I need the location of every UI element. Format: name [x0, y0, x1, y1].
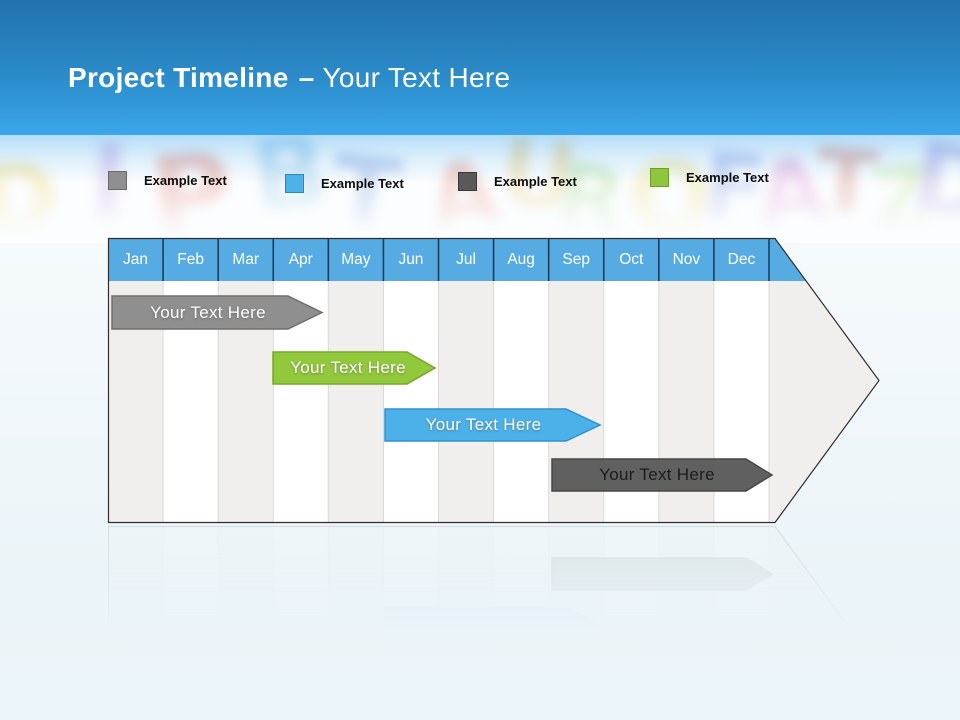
month-header-cell: Sep: [562, 250, 590, 268]
chart-body: [108, 526, 879, 720]
month-header-cell: Mar: [232, 250, 260, 268]
month-header-cell: May: [341, 250, 371, 268]
column-stripe: [438, 238, 494, 523]
background-letters-photo: DIPBTAUROFATZD: [0, 135, 960, 243]
timeline-arrow-outline: [107, 237, 880, 524]
month-header-cell: Aug: [507, 250, 535, 268]
legend-swatch: [458, 172, 477, 191]
title-primary: Project Timeline: [68, 62, 289, 93]
column-stripe: [438, 526, 494, 720]
legend-swatch: [650, 168, 669, 187]
column-stripe: [108, 526, 164, 720]
task-bar-shape: [551, 458, 774, 492]
column-stripe: [108, 238, 164, 523]
task-bar-shape: [384, 607, 602, 641]
column-stripe: [218, 238, 274, 523]
background-letter: R: [549, 142, 633, 243]
legend-swatch: [108, 171, 127, 190]
month-header-cell: Dec: [727, 250, 756, 268]
month-header-cell: Apr: [288, 250, 313, 268]
task-bar-label: Your Text Here: [290, 358, 406, 377]
background-letter: O: [628, 140, 714, 244]
timeline-arrow-outline: [107, 525, 880, 720]
legend-label: Example Text: [321, 176, 404, 191]
background-letter: P: [145, 135, 237, 243]
background-letter: Z: [867, 147, 938, 243]
title-bar: Project Timeline–Your Text Here: [0, 0, 960, 135]
arrowhead-fill: [769, 526, 879, 720]
month-header-cell: Feb: [177, 250, 204, 268]
legend-item: Example Text: [650, 168, 769, 187]
task-bar-shape: [272, 351, 437, 385]
background-letter: F: [697, 135, 772, 243]
month-header-cell: Nov: [672, 250, 701, 268]
page-title: Project Timeline–Your Text Here: [68, 62, 510, 94]
chart-reflection: [107, 525, 888, 720]
column-stripe: [548, 526, 604, 720]
legend-swatch: [285, 174, 304, 193]
task-bar-shape: [111, 295, 324, 330]
legend-label: Example Text: [686, 170, 769, 185]
title-separator: –: [298, 62, 315, 93]
month-header-cell: Oct: [619, 250, 644, 268]
month-header-cell: Jun: [398, 250, 424, 268]
title-secondary: Your Text Here: [322, 62, 511, 93]
task-bar-shape: [384, 408, 602, 442]
column-stripe: [328, 526, 384, 720]
background-letter: A: [419, 138, 508, 243]
legend-item: Example Text: [458, 172, 577, 191]
task-bar-label: Your Text Here: [599, 465, 715, 484]
task-bar-label: Your Text Here: [425, 415, 542, 434]
task-bar-shape: [272, 664, 437, 698]
legend-item: Example Text: [108, 171, 227, 190]
legend-label: Example Text: [144, 173, 227, 188]
task-bar-label: Your Text Here: [150, 302, 266, 322]
background-letter: T: [812, 135, 882, 239]
month-header-cell: Jan: [123, 250, 149, 268]
column-stripe: [218, 526, 274, 720]
legend-label: Example Text: [494, 174, 577, 189]
background-letter: D: [0, 141, 65, 243]
background-letter: A: [748, 135, 835, 243]
background-letter: D: [902, 135, 960, 243]
task-bar-shape: [551, 557, 774, 591]
column-stripe: [658, 526, 714, 720]
legend-item: Example Text: [285, 174, 404, 193]
month-header-cell: Jul: [456, 250, 476, 268]
